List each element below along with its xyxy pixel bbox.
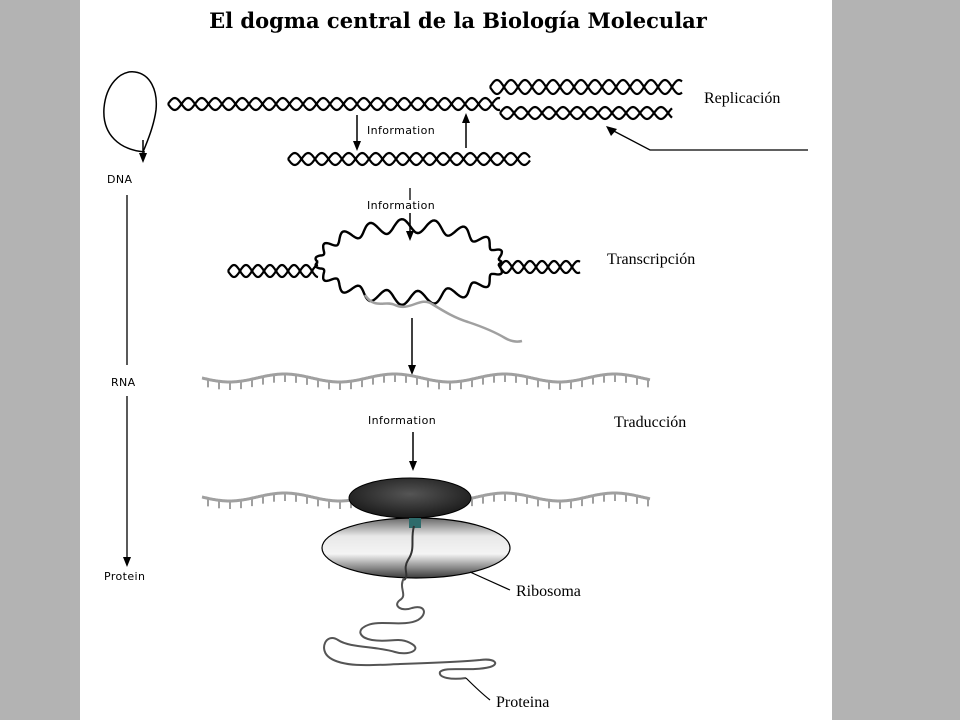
- transcription-bubble: [314, 217, 504, 307]
- nascent-rna-strand: [363, 294, 523, 343]
- information-label-transcription: Information: [367, 199, 435, 212]
- proteina-label: Proteina: [496, 694, 549, 711]
- helix-strand-2: [499, 105, 673, 121]
- slide-background: [80, 0, 832, 720]
- helix-strand-2: [287, 151, 531, 167]
- rna-backbone: [201, 372, 651, 384]
- dna-double-helix-left: [227, 263, 319, 279]
- replicacion-pointer-line: [607, 127, 808, 151]
- traduccion-label: Traducción: [614, 414, 686, 431]
- helix-strand-1: [499, 259, 581, 275]
- dna-double-helix-right: [499, 259, 581, 275]
- emerging-peptide: [403, 525, 415, 581]
- helix-strand-2: [227, 263, 319, 279]
- mrna-strand: [201, 372, 651, 390]
- dna-double-helix-copy: [287, 151, 531, 167]
- replicacion-label: Replicación: [704, 90, 780, 107]
- dna-double-helix-daughter-bottom: [499, 105, 673, 121]
- helix-strand-1: [489, 78, 683, 96]
- ribosome-small-subunit: [348, 477, 472, 519]
- helix-strand-2: [489, 78, 683, 96]
- information-label-replication: Information: [367, 124, 435, 137]
- helix-strand-1: [167, 96, 501, 112]
- dna-double-helix-parent: [167, 96, 501, 112]
- rna-label: RNA: [111, 376, 136, 389]
- bubble-lower-strand: [314, 261, 504, 307]
- bubble-upper-strand: [314, 217, 504, 263]
- replicacion-pointer-head: [606, 126, 617, 136]
- dna-label: DNA: [107, 173, 132, 186]
- trna-site: [409, 518, 421, 528]
- information-label-translation: Information: [368, 414, 436, 427]
- helix-strand-2: [499, 259, 581, 275]
- proteina-pointer-line: [465, 677, 491, 701]
- helix-strand-2: [167, 96, 501, 112]
- dna-double-helix-daughter-top: [489, 78, 683, 96]
- helix-strand-1: [227, 263, 319, 279]
- ribosoma-pointer-line: [469, 571, 511, 591]
- dna-self-replication-loop: [103, 71, 158, 153]
- transcripcion-label: Transcripción: [607, 251, 695, 268]
- diagram-title: El dogma central de la Biología Molecula…: [209, 8, 708, 33]
- protein-label: Protein: [104, 570, 145, 583]
- ribosoma-label: Ribosoma: [516, 583, 581, 600]
- protein-chain: [323, 577, 497, 680]
